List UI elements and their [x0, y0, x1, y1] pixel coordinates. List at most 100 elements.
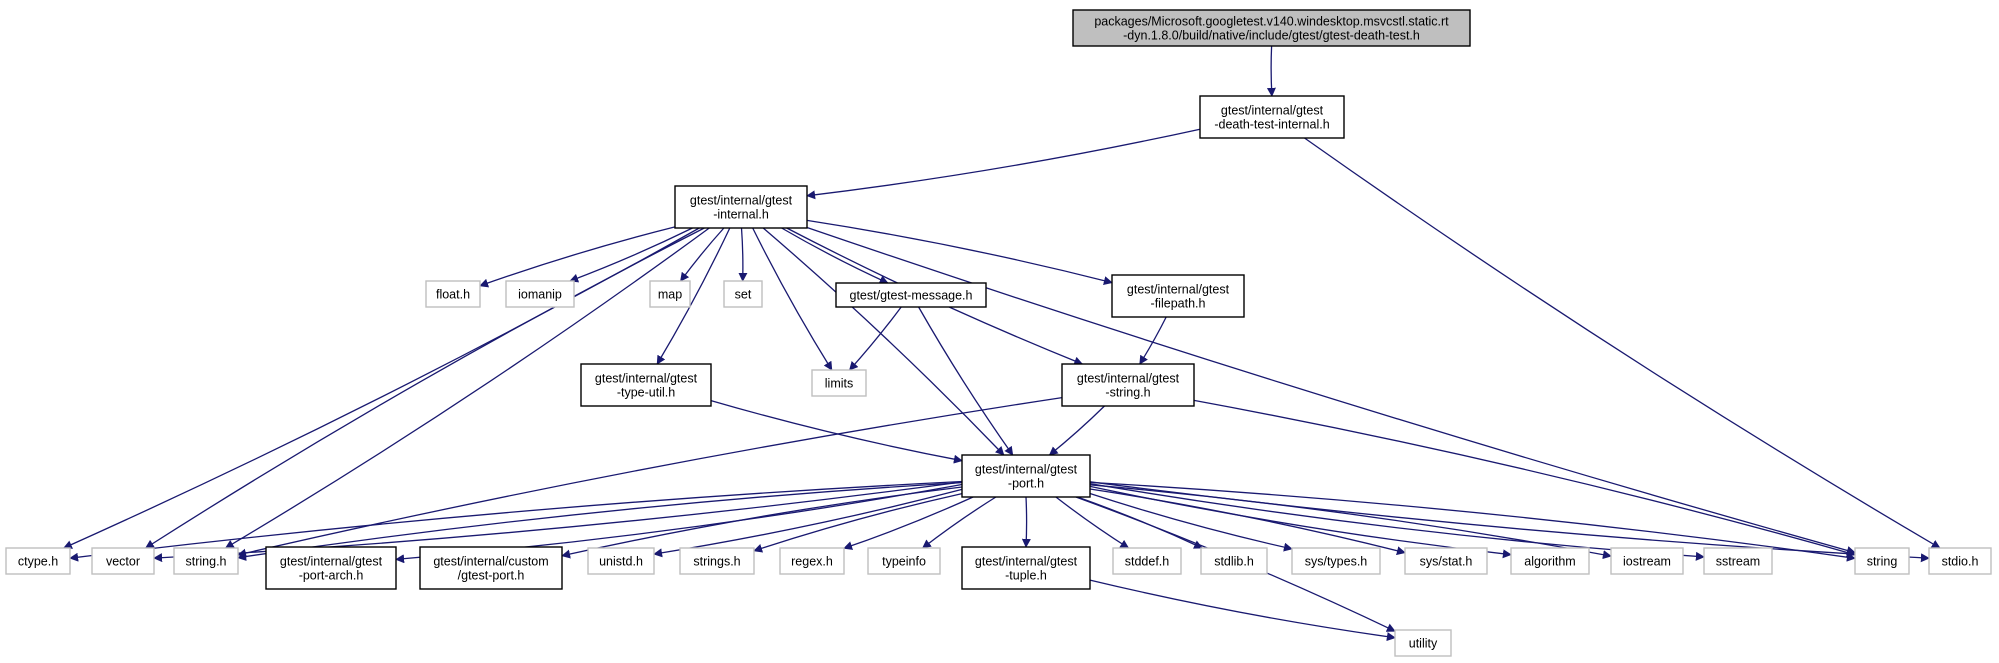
edge-line: [753, 492, 963, 553]
edge-internal-to-string: [806, 226, 1856, 555]
edge-internal-to-map: [680, 227, 725, 282]
edge-internal-to-type_util: [656, 227, 731, 365]
edge-message-to-port: [918, 306, 1014, 456]
node-label: float.h: [436, 288, 470, 302]
edge-line: [781, 227, 889, 284]
edge-port-to-strings_h: [753, 492, 963, 553]
node-iostream: iostream: [1610, 547, 1684, 575]
node-label: -string.h: [1105, 386, 1150, 400]
edge-internal-to-filepath: [806, 219, 1113, 285]
node-iomanip: iomanip: [505, 280, 575, 308]
node-box: [1404, 547, 1488, 575]
edge-line: [1089, 484, 1612, 560]
edge-message-to-limits: [848, 306, 902, 371]
edge-internal-to-set: [738, 227, 748, 282]
edge-line: [569, 227, 693, 283]
node-message[interactable]: gtest/gtest-message.h: [835, 282, 987, 308]
node-tuple[interactable]: gtest/internal/gtest-tuple.h: [961, 546, 1091, 590]
node-internal[interactable]: gtest/internal/gtest-internal.h: [674, 185, 808, 229]
node-box: [5, 547, 71, 575]
node-algorithm: algorithm: [1510, 547, 1590, 575]
node-label: -death-test-internal.h: [1214, 118, 1329, 132]
node-float-h: float.h: [425, 280, 481, 308]
edge-port-to-tuple: [1021, 496, 1031, 548]
node-port[interactable]: gtest/internal/gtest-port.h: [961, 454, 1091, 498]
node-label: gtest/internal/gtest: [595, 372, 698, 386]
node-label: limits: [825, 377, 853, 391]
node-label: -tuple.h: [1005, 569, 1047, 583]
node-ctype-h: ctype.h: [5, 547, 71, 575]
edge-port-to-custom_port: [561, 486, 963, 559]
edge-death_internal-to-internal: [806, 128, 1201, 200]
node-stddef-h: stddef.h: [1112, 547, 1182, 575]
node-label: -port.h: [1008, 477, 1044, 491]
edge-line: [710, 399, 963, 464]
node-box: [961, 546, 1091, 590]
node-label: -dyn.1.8.0/build/native/include/gtest/gt…: [1123, 29, 1420, 43]
edge-line: [738, 227, 748, 282]
edge-port-to-sys_types_h: [1089, 492, 1293, 552]
node-label: string: [1867, 555, 1898, 569]
node-label: -filepath.h: [1151, 297, 1206, 311]
node-box: [505, 280, 575, 308]
edge-line: [1139, 316, 1167, 365]
node-label: algorithm: [1524, 555, 1575, 569]
node-string-h-int[interactable]: gtest/internal/gtest-string.h: [1061, 363, 1195, 407]
node-box: [1061, 363, 1195, 407]
node-death-internal[interactable]: gtest/internal/gtest-death-test-internal…: [1199, 95, 1345, 139]
node-label: gtest/gtest-message.h: [850, 289, 973, 303]
edge-line: [224, 227, 710, 549]
edge-port-to-string_dot_h: [237, 481, 963, 561]
node-sstream: sstream: [1703, 547, 1773, 575]
edge-port-to-sys_stat_h: [1089, 488, 1406, 556]
edge-line: [1193, 399, 1856, 557]
node-limits: limits: [811, 369, 867, 397]
edge-string_h_int-to-port: [1048, 405, 1105, 456]
node-box: [811, 369, 867, 397]
edge-type_util-to-port: [710, 399, 963, 464]
node-box: [835, 282, 987, 308]
node-set: set: [723, 280, 763, 308]
node-box: [1394, 629, 1452, 657]
node-box: [425, 280, 481, 308]
node-label: iostream: [1623, 555, 1671, 569]
edge-port-to-ctype_h: [69, 480, 963, 562]
node-type-util[interactable]: gtest/internal/gtest-type-util.h: [580, 363, 712, 407]
node-typeinfo: typeinfo: [867, 547, 941, 575]
node-custom-port[interactable]: gtest/internal/custom/gtest-port.h: [419, 546, 563, 590]
node-regex-h: regex.h: [779, 547, 845, 575]
node-label: packages/Microsoft.googletest.v140.winde…: [1094, 15, 1449, 29]
edge-line: [918, 306, 1014, 456]
edge-line: [843, 496, 974, 550]
edge-line: [921, 496, 997, 549]
node-box: [1610, 547, 1684, 575]
node-filepath[interactable]: gtest/internal/gtest-filepath.h: [1111, 274, 1245, 318]
edge-line: [1089, 481, 1856, 562]
node-label: stddef.h: [1125, 555, 1170, 569]
node-label: -port-arch.h: [299, 569, 364, 583]
edge-filepath-to-string_h_int: [1139, 316, 1167, 365]
node-label: iomanip: [518, 288, 562, 302]
node-map: map: [649, 280, 691, 308]
node-label: gtest/internal/gtest: [975, 463, 1078, 477]
node-port-arch[interactable]: gtest/internal/gtest-port-arch.h: [265, 546, 397, 590]
node-box: [1111, 274, 1245, 318]
edge-internal-to-port: [762, 227, 1005, 456]
node-label: sstream: [1716, 555, 1760, 569]
edge-line: [806, 219, 1113, 285]
edge-line: [1266, 45, 1276, 97]
node-label: gtest/internal/custom: [433, 555, 548, 569]
node-utility: utility: [1394, 629, 1452, 657]
edge-line: [479, 226, 676, 288]
edge-internal-to-limits: [752, 227, 833, 371]
edge-line: [762, 227, 1005, 456]
node-label: unistd.h: [599, 555, 643, 569]
edge-port-to-typeinfo: [921, 496, 997, 549]
node-strings-h: strings.h: [679, 547, 755, 575]
edge-line: [1055, 496, 1130, 549]
node-label: -internal.h: [713, 208, 769, 222]
edge-port-to-stddef_h: [1055, 496, 1130, 549]
node-root[interactable]: packages/Microsoft.googletest.v140.winde…: [1072, 9, 1471, 47]
node-box: [265, 546, 397, 590]
